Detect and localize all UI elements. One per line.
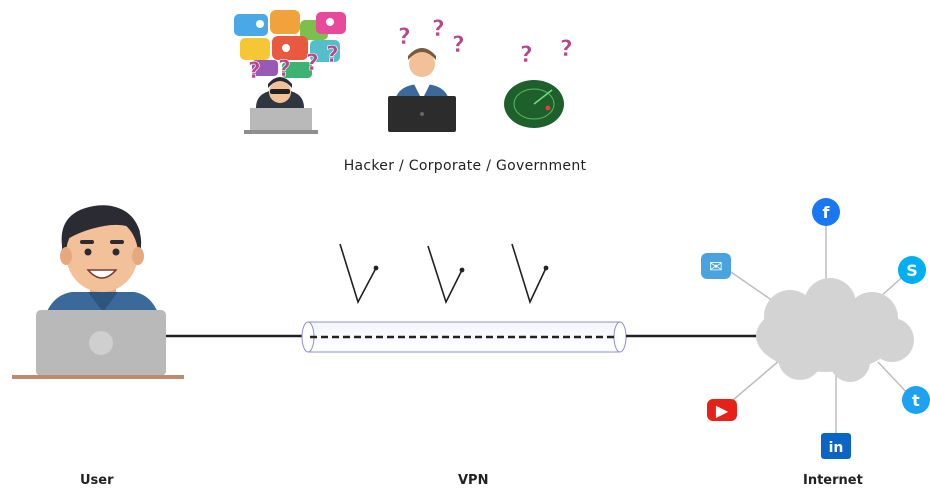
government-radar-icon — [504, 80, 564, 128]
facebook-icon: f — [812, 198, 840, 226]
question-mark: ? — [326, 43, 339, 68]
linkedin-icon: in — [821, 433, 851, 459]
question-mark: ? — [560, 37, 573, 62]
question-mark: ? — [452, 33, 465, 58]
question-mark: ? — [306, 51, 319, 76]
question-mark: ? — [432, 17, 445, 42]
youtube-icon: ▶ — [707, 399, 737, 421]
hacker-icon — [234, 10, 346, 134]
vpn-tunnel — [301, 321, 627, 353]
svg-text:t: t — [912, 391, 920, 410]
internet-label: Internet — [803, 473, 863, 488]
question-mark: ? — [248, 59, 261, 84]
skype-icon: S — [898, 256, 926, 284]
question-mark: ? — [278, 57, 291, 82]
internet-cloud — [756, 278, 914, 382]
vpn-label: VPN — [458, 473, 489, 488]
svg-text:f: f — [823, 203, 831, 222]
question-mark: ? — [520, 43, 533, 68]
mail-icon: ✉ — [701, 253, 731, 279]
question-mark: ? — [398, 25, 411, 50]
svg-text:S: S — [906, 261, 918, 280]
user-label: User — [80, 473, 114, 488]
threat-caption: Hacker / Corporate / Government — [343, 158, 587, 174]
eavesdrop-probes — [339, 243, 547, 305]
question-marks: ????????? — [248, 17, 573, 85]
laptop-icon — [12, 310, 184, 379]
svg-text:✉: ✉ — [709, 257, 722, 276]
svg-text:▶: ▶ — [716, 401, 729, 420]
corporate-icon — [388, 48, 456, 132]
service-icons: fS ✉ ▶ in t — [701, 198, 930, 459]
twitter-icon: t — [902, 386, 930, 414]
svg-text:in: in — [829, 440, 844, 456]
